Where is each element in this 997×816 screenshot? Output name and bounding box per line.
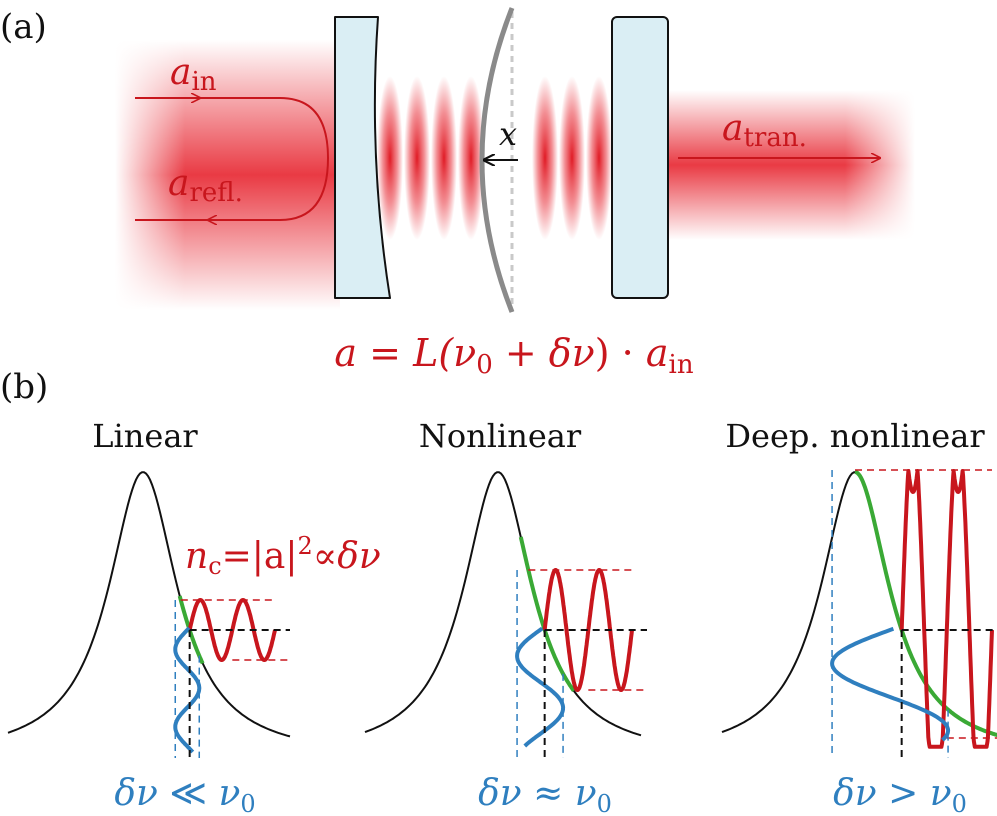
condition-linear: δν ≪ ν0 — [114, 773, 255, 816]
beam-paths — [135, 98, 880, 220]
blue-drive-wave — [830, 626, 951, 742]
standing-wave — [377, 76, 612, 240]
condition-deep-nonlinear: δν > ν0 — [833, 773, 967, 816]
field-lobe-6 — [586, 76, 612, 240]
field-lobe-3 — [458, 76, 484, 240]
field-equation: a = L(ν0 + δν) · ain — [334, 331, 693, 380]
field-lobe-1 — [404, 76, 430, 240]
panel-b-label: (b) — [0, 367, 48, 407]
operating-range-curve — [177, 595, 205, 665]
red-response-wave — [542, 568, 634, 692]
x-label: x — [499, 115, 517, 153]
field-lobe-0 — [377, 76, 403, 240]
plot-nonlinear — [364, 471, 647, 758]
field-lobe-4 — [532, 76, 558, 240]
title-linear: Linear — [92, 417, 198, 455]
title-nonlinear: Nonlinear — [419, 417, 582, 455]
title-deep-nonlinear: Deep. nonlinear — [725, 417, 985, 455]
plot-linear — [7, 471, 291, 758]
field-lobe-2 — [431, 76, 457, 240]
right-mirror — [611, 16, 669, 299]
lorentzian-curve — [7, 471, 291, 738]
a-refl-label: arefl. — [168, 163, 243, 208]
a-tran-label: atran. — [722, 108, 807, 153]
field-lobe-5 — [559, 76, 585, 240]
output-beam — [655, 90, 915, 240]
membrane — [479, 7, 515, 313]
plot-deep-nonlinear — [721, 469, 997, 758]
panel-a-label: (a) — [0, 7, 47, 47]
a-in-label: ain — [170, 52, 217, 97]
input-beam — [115, 40, 340, 310]
response-plots — [7, 469, 997, 758]
left-mirror — [334, 16, 391, 299]
red-response-wave — [899, 469, 994, 749]
operating-range-curve — [854, 470, 997, 738]
blue-drive-wave — [515, 626, 566, 748]
operating-range-curve — [518, 536, 576, 692]
condition-nonlinear: δν ≈ ν0 — [478, 773, 612, 816]
lorentzian-curve — [364, 471, 642, 737]
photon-number-equation: nc=|a|2∝δν — [185, 532, 381, 580]
